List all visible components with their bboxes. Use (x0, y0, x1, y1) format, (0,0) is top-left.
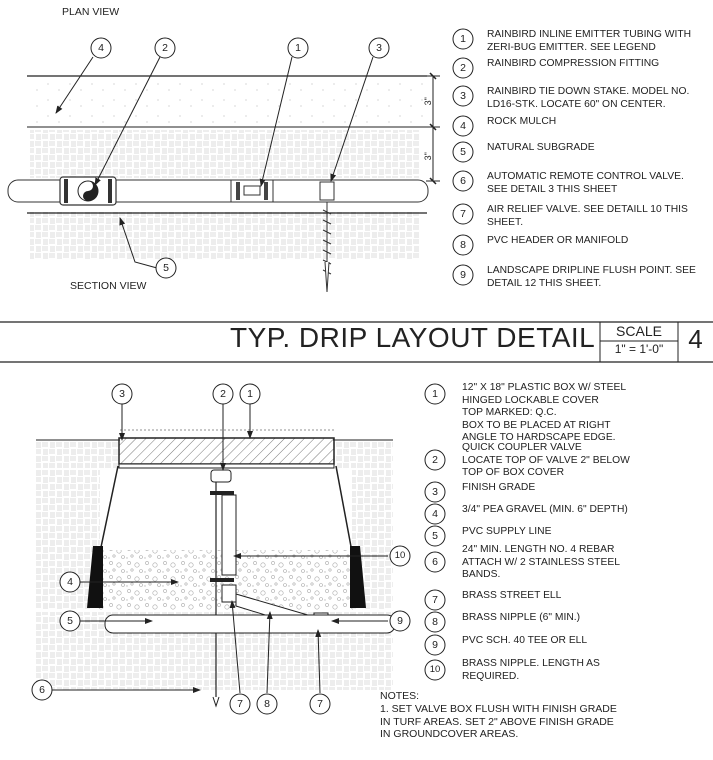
scale-value: 1" = 1'-0" (614, 342, 664, 356)
callout-bubble: 8 (264, 698, 270, 710)
bottom-legend-circles (424, 383, 446, 681)
legend-text: PVC SCH. 40 TEE OR ELL (462, 635, 588, 646)
legend-text: 12" X 18" PLASTIC BOX W/ STEEL HINGED LO… (462, 382, 627, 443)
legend-number: 3 (460, 90, 466, 102)
legend-number: 10 (429, 664, 441, 675)
legend-text: 24" MIN. LENGTH NO. 4 REBAR ATTACH W/ 2 … (462, 544, 620, 580)
legend-number: 9 (432, 639, 438, 651)
callout-bubble: 10 (394, 550, 406, 561)
legend-number: 5 (460, 146, 466, 158)
legend-text: QUICK COUPLER VALVE LOCATE TOP OF VALVE … (462, 442, 630, 478)
section-view-label: SECTION VIEW (70, 280, 147, 292)
legend-text: BRASS NIPPLE. LENGTH AS REQUIRED. (462, 658, 600, 682)
plan-view-label: PLAN VIEW (62, 6, 120, 18)
notes-text: 1. SET VALVE BOX FLUSH WITH FINISH GRADE… (380, 703, 617, 740)
callout-bubble: 2 (162, 42, 168, 54)
legend-number: 4 (432, 508, 438, 520)
legend-number: 7 (460, 208, 466, 220)
legend-text: ROCK MULCH (487, 116, 557, 127)
legend-text: AIR RELIEF VALVE. SEE DETAILL 10 THIS SH… (487, 204, 688, 228)
legend-text: RAINBIRD TIE DOWN STAKE. MODEL NO. LD16-… (487, 86, 690, 110)
callout-bubble: 7 (317, 698, 323, 710)
legend-text: RAINBIRD INLINE EMITTER TUBING WITH ZERI… (487, 29, 692, 53)
legend-number: 1 (432, 388, 438, 400)
legend-number: 6 (460, 175, 466, 187)
legend-number: 2 (460, 62, 466, 74)
legend-text: 3/4" PEA GRAVEL (MIN. 6" DEPTH) (462, 504, 628, 515)
legend-text: AUTOMATIC REMOTE CONTROL VALVE. SEE DETA… (487, 171, 684, 195)
notes-heading: NOTES: (380, 690, 420, 702)
callout-bubble: 4 (67, 576, 73, 588)
callout-bubble: 2 (220, 388, 226, 400)
callout-bubble: 3 (119, 388, 125, 400)
legend-text: NATURAL SUBGRADE (487, 142, 595, 153)
valve-box-section (36, 429, 396, 708)
detail-title: TYP. DRIP LAYOUT DETAIL (230, 322, 596, 353)
legend-number: 8 (432, 616, 438, 628)
scale-heading: SCALE (616, 323, 662, 339)
legend-number: 8 (460, 239, 466, 251)
callout-bubble: 3 (376, 42, 382, 54)
callout-bubble: 9 (397, 615, 403, 627)
legend-text: FINISH GRADE (462, 482, 536, 493)
callout-bubble: 1 (247, 388, 253, 400)
legend-text: BRASS STREET ELL (462, 590, 562, 601)
legend-number: 1 (460, 33, 466, 45)
sheet-number: 4 (688, 324, 703, 354)
legend-text: LANDSCAPE DRIPLINE FLUSH POINT. SEE DETA… (487, 265, 696, 289)
title-block (0, 321, 713, 363)
dimension-label-2: 3" (422, 152, 433, 161)
callout-bubble: 4 (98, 42, 104, 54)
legend-number: 3 (432, 486, 438, 498)
legend-number: 9 (460, 269, 466, 281)
callout-bubble: 5 (67, 615, 73, 627)
legend-text: PVC SUPPLY LINE (462, 526, 552, 537)
callout-bubble: 1 (295, 42, 301, 54)
legend-number: 2 (432, 454, 438, 466)
callout-bubble: 5 (163, 262, 169, 274)
legend-text: RAINBIRD COMPRESSION FITTING (487, 58, 660, 69)
legend-text: BRASS NIPPLE (6" MIN.) (462, 612, 581, 623)
legend-number: 5 (432, 530, 438, 542)
bottom-bubble-circles (31, 383, 411, 715)
legend-number: 4 (460, 120, 466, 132)
plan-and-section (7, 37, 440, 293)
bottom-leaders (50, 403, 388, 694)
legend-text: PVC HEADER OR MANIFOLD (487, 235, 629, 246)
legend-number: 7 (432, 594, 438, 606)
top-legend-circles (452, 28, 474, 286)
callout-bubble: 6 (39, 684, 45, 696)
dimension-label-1: 3" (422, 97, 433, 106)
callout-bubble: 7 (237, 698, 243, 710)
legend-number: 6 (432, 556, 438, 568)
